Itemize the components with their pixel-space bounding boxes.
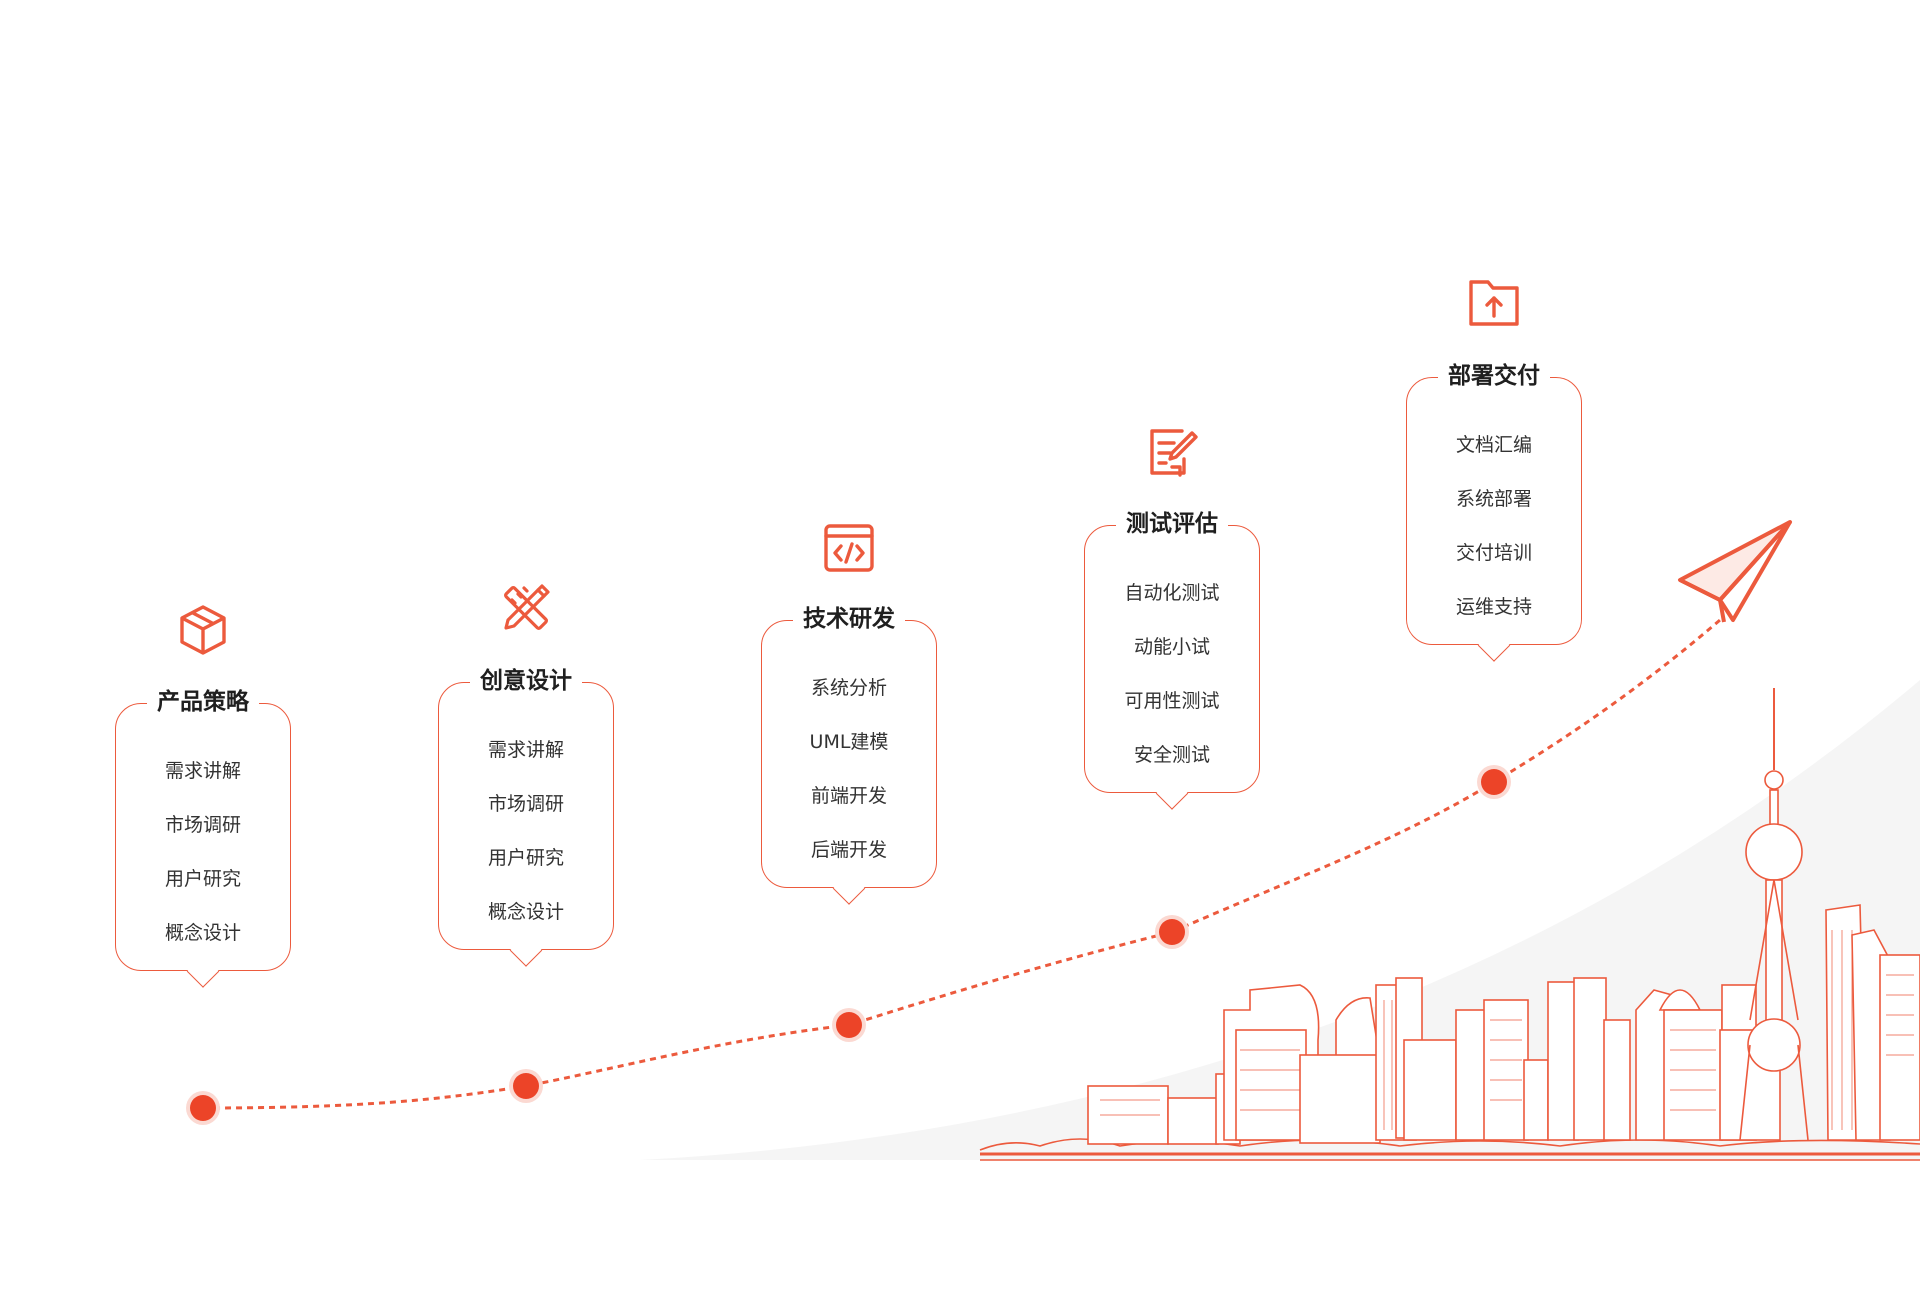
list-item: 需求讲解: [164, 760, 241, 782]
pencil-ruler-icon: [498, 580, 554, 636]
list-item: 安全测试: [1133, 744, 1210, 766]
list-item: UML建模: [809, 731, 889, 753]
list-item: 可用性测试: [1124, 690, 1220, 712]
stage-card: 创意设计 需求讲解 市场调研 用户研究 概念设计: [438, 664, 614, 967]
list-item: 用户研究: [164, 868, 241, 890]
code-window-icon: [821, 520, 877, 576]
list-item: 系统部署: [1455, 488, 1532, 510]
list-item: 用户研究: [487, 847, 564, 869]
list-item: 概念设计: [487, 901, 564, 923]
stage-title: 技术研发: [793, 602, 905, 636]
list-item: 自动化测试: [1124, 582, 1220, 604]
list-item: 运维支持: [1455, 596, 1532, 618]
list-item: 文档汇编: [1455, 434, 1532, 456]
stage-title: 产品策略: [147, 685, 259, 719]
list-item: 后端开发: [810, 839, 887, 861]
list-item: 动能小试: [1133, 636, 1210, 658]
stage-title: 测试评估: [1116, 507, 1228, 541]
list-item: 需求讲解: [487, 739, 564, 761]
cube-icon: [175, 602, 231, 658]
stage-title: 创意设计: [470, 664, 582, 698]
list-item: 市场调研: [164, 814, 241, 836]
milestone-dots: [186, 765, 1511, 1125]
stage-card: 测试评估 自动化测试 动能小试 可用性测试 安全测试: [1084, 507, 1260, 810]
stage-card: 部署交付 文档汇编 系统部署 交付培训 运维支持: [1406, 359, 1582, 662]
list-item: 交付培训: [1455, 542, 1532, 564]
stage-item-list: 需求讲解 市场调研 用户研究 概念设计: [439, 723, 613, 939]
stage-card: 技术研发 系统分析 UML建模 前端开发 后端开发: [761, 602, 937, 905]
list-item: 前端开发: [810, 785, 887, 807]
folder-upload-icon: [1466, 274, 1522, 330]
city-skyline-illustration: [979, 688, 1920, 1161]
paper-plane-icon: [1678, 520, 1792, 623]
progress-curve: [202, 618, 1721, 1110]
stage-item-list: 自动化测试 动能小试 可用性测试 安全测试: [1085, 566, 1259, 782]
stage-item-list: 系统分析 UML建模 前端开发 后端开发: [762, 661, 936, 877]
stage-item-list: 文档汇编 系统部署 交付培训 运维支持: [1407, 418, 1581, 634]
stage-title: 部署交付: [1438, 359, 1550, 393]
list-item: 概念设计: [164, 922, 241, 944]
stage-card: 产品策略 需求讲解 市场调研 用户研究 概念设计: [115, 685, 291, 988]
oriental-pearl-tower-icon: [1739, 688, 1809, 1141]
stage-item-list: 需求讲解 市场调研 用户研究 概念设计: [116, 744, 290, 960]
edit-document-icon: [1144, 423, 1200, 479]
list-item: 市场调研: [487, 793, 564, 815]
list-item: 系统分析: [810, 677, 887, 699]
